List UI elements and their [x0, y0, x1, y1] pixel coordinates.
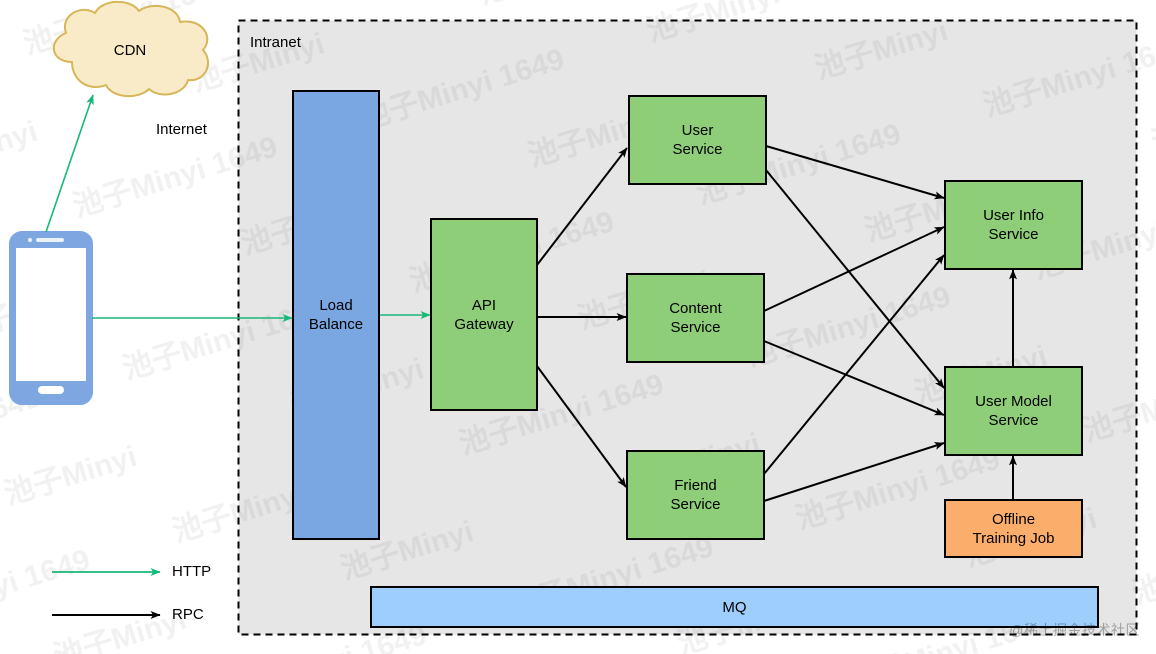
edge-content-service-to-user-model-service: [763, 340, 945, 416]
mobile-phone-icon: [9, 231, 93, 405]
internet-label: Internet: [156, 121, 207, 138]
node-content-service[interactable]: [626, 273, 765, 363]
node-friend-service[interactable]: [626, 450, 765, 540]
edge-api-gateway-to-user-service: [536, 147, 628, 266]
node-load-balance[interactable]: [292, 90, 380, 540]
edge-api-gateway-to-friend-service: [536, 365, 627, 488]
node-user-service[interactable]: [628, 95, 767, 185]
edge-content-service-to-user-info-service: [763, 226, 945, 312]
edge-user-service-to-user-model-service: [765, 169, 945, 389]
edge-client-to-cdn: [45, 94, 94, 233]
node-api-gateway[interactable]: [430, 218, 538, 411]
intranet-label: Intranet: [250, 34, 301, 51]
cdn-cloud: [53, 0, 209, 97]
edge-user-service-to-user-info-service: [765, 145, 945, 200]
node-user-info-service[interactable]: [944, 180, 1083, 270]
legend-http-label: HTTP: [172, 563, 212, 580]
edge-friend-service-to-user-model-service: [763, 442, 945, 502]
edge-friend-service-to-user-info-service: [763, 254, 945, 475]
legend-rpc-label: RPC: [172, 606, 204, 623]
node-user-model-service[interactable]: [944, 366, 1083, 456]
watermark-credit: @稀土掘金技术社区: [1009, 622, 1140, 638]
node-mq[interactable]: [370, 586, 1099, 628]
node-offline-training-job[interactable]: [944, 499, 1083, 558]
